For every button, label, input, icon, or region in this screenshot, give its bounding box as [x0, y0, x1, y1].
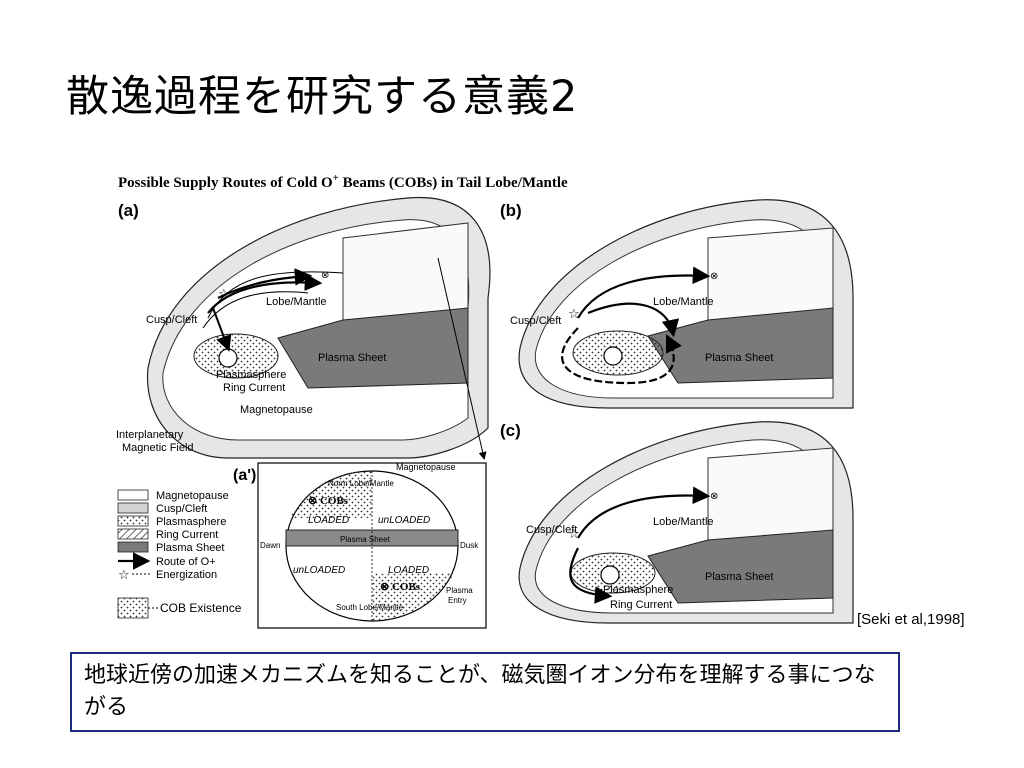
legend-cob-existence-label: COB Existence	[160, 601, 242, 615]
energization-star-icon: ☆	[568, 527, 580, 542]
cob-marker-icon: ⊗	[380, 581, 392, 593]
summary-text: 地球近傍の加速メカニズムを知ることが、磁気圏イオン分布を理解する事につながる	[84, 663, 876, 720]
legend-swatch-plasmasphere	[117, 515, 149, 527]
panel-a-prime-loaded-north: LOADED	[308, 515, 349, 526]
panel-b-lobe-mantle-label: Lobe/Mantle	[653, 296, 714, 308]
panel-b-cusp-cleft-label: Cusp/Cleft	[510, 315, 561, 327]
panel-a-lobe-mantle-label: Lobe/Mantle	[266, 296, 327, 308]
panel-a-prime-unloaded-north: unLOADED	[378, 515, 430, 526]
panel-a-plasma-sheet	[277, 307, 469, 389]
panel-a-ring-current-label: Ring Current	[223, 382, 285, 394]
panel-a-prime-plasma-sheet-band	[285, 529, 459, 547]
panel-a-prime-loaded-south: LOADED	[388, 565, 429, 576]
panel-c-label: (c)	[500, 421, 521, 440]
legend-label: Ring Current	[156, 529, 218, 541]
panel-a-prime-label: (a')	[233, 467, 256, 484]
panel-c-plasma-sheet-label: Plasma Sheet	[705, 571, 773, 583]
legend-swatch-plasma-sheet	[117, 541, 149, 553]
panel-c-route-arrow	[577, 486, 711, 539]
panel-a-prime-cobs-south: ⊗ COBs	[380, 581, 421, 593]
legend-swatch-cusp-cleft	[117, 502, 149, 514]
panel-a-prime-south-loaded-region	[372, 573, 454, 622]
panel-a-prime-south-label: South Lobe/Mantle	[336, 603, 404, 612]
panel-b-earth	[603, 346, 623, 366]
panel-a-plasmasphere-label: Plasmasphere	[216, 369, 286, 381]
panel-a-prime-plasma-entry-2: Entry	[448, 596, 467, 605]
legend-energization-star-icon: ☆	[118, 568, 130, 583]
panel-a-prime-cobs-north: ⊗ COBs	[308, 495, 349, 507]
panel-a-prime-magnetopause-label: Magnetopause	[396, 462, 456, 472]
panel-b-plasma-sheet	[647, 307, 834, 384]
panel-a-prime-unloaded-south: unLOADED	[293, 565, 345, 576]
panel-b-route-arrow	[560, 327, 682, 385]
panel-c-route-arrow	[569, 547, 613, 604]
legend-label: Energization	[156, 569, 217, 581]
panel-c-cusp-cleft-label: Cusp/Cleft	[526, 524, 577, 536]
panel-a-label: (a)	[118, 201, 139, 220]
citation: [Seki et al,1998]	[857, 611, 965, 628]
cob-marker-icon: ⊗	[308, 495, 320, 507]
legend-label: Cusp/Cleft	[156, 503, 207, 515]
panel-a-prime-plasma-entry-1: Plasma	[446, 586, 473, 595]
slide-title: 散逸過程を研究する意義2	[66, 72, 579, 122]
panel-b-route-arrow	[577, 266, 711, 319]
figure-cold-o-beams: Possible Supply Routes of Cold O+ Beams …	[108, 168, 864, 630]
legend-label: Plasma Sheet	[156, 542, 224, 554]
panel-a-route-arrow	[217, 268, 313, 299]
panel-a-prime: (a') Magnetopause Norm Lobe/Mantle ⊗ COB…	[233, 462, 487, 629]
cob-marker-icon: ⊗	[710, 271, 718, 282]
panel-a-prime-north-label: Norm Lobe/Mantle	[328, 479, 394, 488]
legend: Magnetopause Cusp/Cleft Plasmasphere Rin…	[117, 489, 242, 619]
panel-b-route-arrow	[587, 302, 680, 338]
legend-swatch-ring-current	[117, 528, 149, 540]
cob-marker-icon: ⊗	[710, 491, 718, 502]
panel-a-plasma-sheet-label: Plasma Sheet	[318, 352, 386, 364]
legend-label: Plasmasphere	[156, 516, 226, 528]
panel-a-route-arrow	[212, 307, 232, 352]
figure-heading: Possible Supply Routes of Cold O+ Beams …	[118, 172, 568, 191]
summary-box: 地球近傍の加速メカニズムを知ることが、磁気圏イオン分布を理解する事につながる	[70, 652, 900, 732]
panel-c: (c) ☆ ⊗ Lobe/Mantle Cusp/Cleft Plasma Sh…	[500, 421, 854, 624]
panel-c-earth	[600, 565, 620, 585]
energization-star-icon: ☆	[218, 287, 230, 302]
panel-b-plasma-sheet-label: Plasma Sheet	[705, 352, 773, 364]
panel-c-plasmasphere-label: Plasmasphere	[603, 584, 673, 596]
legend-label: Route of O+	[156, 556, 216, 568]
panel-a-magnetopause-label: Magnetopause	[240, 404, 313, 416]
panel-a-imf-label-line2: Magnetic Field	[122, 442, 194, 454]
panel-a-prime-dusk-label: Dusk	[460, 541, 479, 550]
panel-a-prime-plasma-sheet-label: Plasma Sheet	[340, 535, 391, 544]
energization-star-icon: ☆	[568, 307, 580, 322]
panel-c-ring-current-label: Ring Current	[610, 599, 672, 611]
legend-swatch-magnetopause	[117, 489, 149, 501]
panel-a-imf-label-line1: Interplanetary	[116, 429, 184, 441]
cob-marker-icon: ⊗	[321, 270, 329, 281]
panel-c-plasma-sheet	[647, 529, 834, 604]
panel-b-label: (b)	[500, 201, 522, 220]
panel-a: (a) ☆ ⊗ Lobe/Mantle Cusp/Cleft Plasma Sh…	[116, 196, 491, 460]
panel-c-lobe-mantle-label: Lobe/Mantle	[653, 516, 714, 528]
panel-a-prime-dawn-label: Dawn	[260, 541, 280, 550]
panel-a-projection-arrow	[437, 257, 487, 460]
panel-a-cusp-cleft-label: Cusp/Cleft	[146, 314, 197, 326]
panel-b: (b) ☆ ⊗ Lobe/Mantle Cusp/Cleft Plasma Sh…	[500, 199, 854, 409]
legend-swatch-cob-existence	[117, 597, 149, 619]
panel-a-field-line	[202, 291, 309, 329]
panel-a-earth	[218, 348, 238, 368]
panel-a-prime-north-loaded-region	[290, 470, 372, 518]
legend-label: Magnetopause	[156, 490, 229, 502]
